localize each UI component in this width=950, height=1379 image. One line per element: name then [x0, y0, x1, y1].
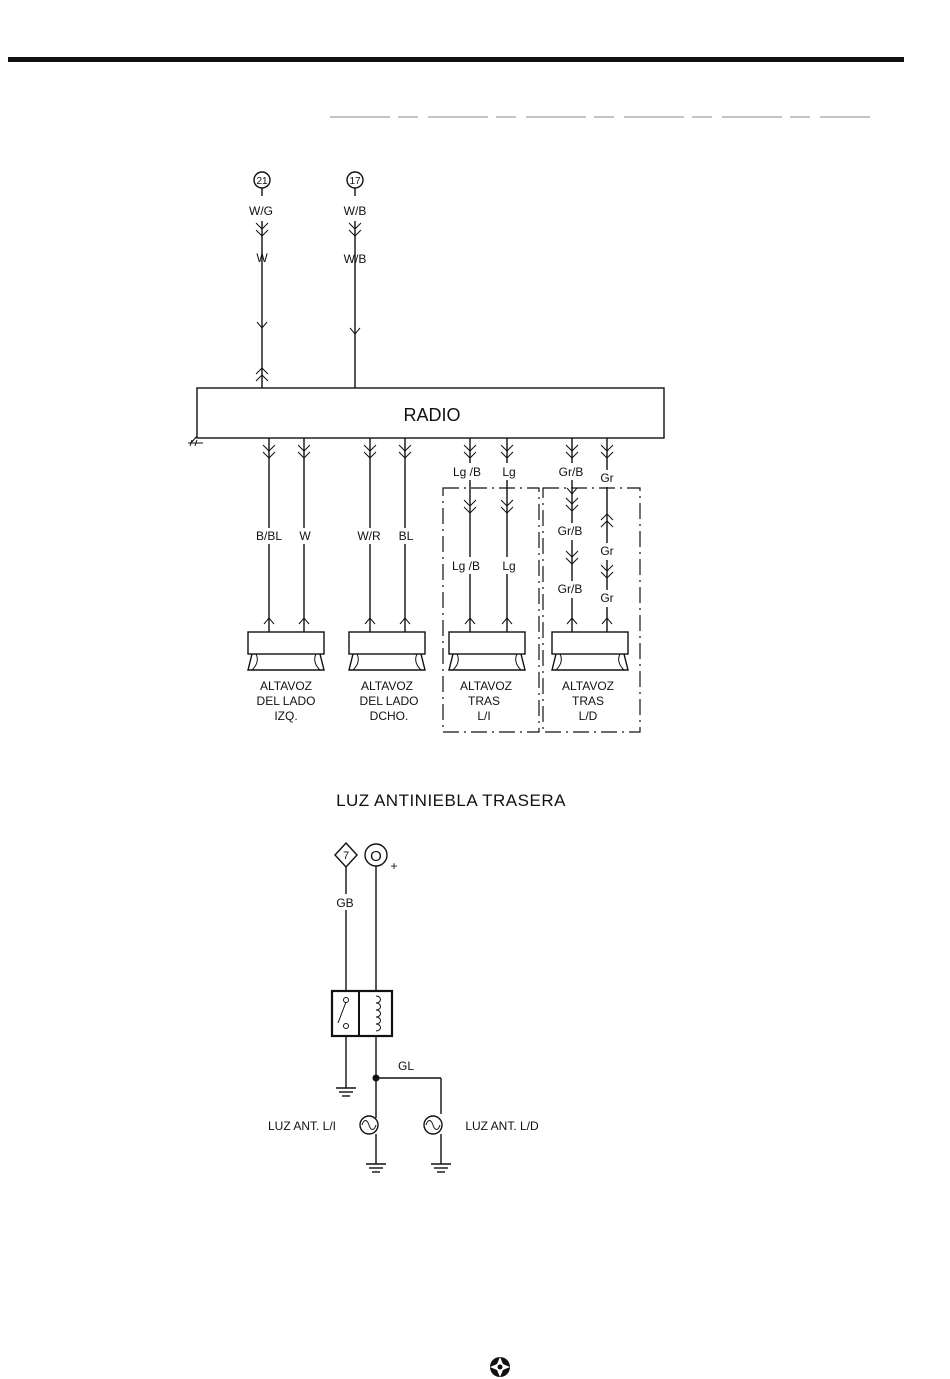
- svg-text:BL: BL: [399, 529, 414, 543]
- relay-switch: [332, 991, 392, 1036]
- svg-text:ALTAVOZ: ALTAVOZ: [260, 679, 312, 693]
- svg-text:RADIO: RADIO: [403, 405, 460, 425]
- connector-o-circle-icon: O +: [365, 844, 398, 873]
- svg-text:7: 7: [343, 850, 349, 862]
- svg-text:TRAS: TRAS: [572, 694, 604, 708]
- footer-emblem-icon: [490, 1357, 510, 1377]
- speaker-rear-right: ALTAVOZ TRAS L/D: [552, 632, 628, 723]
- svg-text:DEL LADO: DEL LADO: [257, 694, 316, 708]
- svg-text:ALTAVOZ: ALTAVOZ: [562, 679, 614, 693]
- svg-text:L/D: L/D: [579, 709, 598, 723]
- wires-rear-right: Gr/B Gr Gr/B Gr Gr/B Gr: [554, 438, 617, 632]
- connector-7-diamond-icon: 7: [335, 843, 357, 867]
- radio-diagram: 21 W/G W 17 W/B W/B RADIO: [188, 172, 664, 732]
- svg-text:17: 17: [349, 176, 361, 187]
- fog-light-diagram: LUZ ANTINIEBLA TRASERA 7 O + GB: [268, 791, 566, 1172]
- lamp-left-icon: [360, 1116, 378, 1134]
- lamp-left-ground-icon: [366, 1156, 386, 1172]
- lamp-right-icon: [424, 1116, 442, 1134]
- speaker-rear-left: ALTAVOZ TRAS L/I: [449, 632, 525, 723]
- svg-text:Lg: Lg: [502, 465, 515, 479]
- svg-text:TRAS: TRAS: [468, 694, 500, 708]
- speaker-front-left: ALTAVOZ DEL LADO IZQ.: [248, 632, 324, 723]
- header-rule: [8, 57, 904, 62]
- svg-text:Lg /B: Lg /B: [452, 559, 480, 573]
- svg-text:W: W: [299, 529, 311, 543]
- lamp-right-ground-icon: [431, 1156, 451, 1172]
- svg-text:Gr: Gr: [600, 544, 613, 558]
- svg-text:Gr/B: Gr/B: [559, 465, 584, 479]
- svg-text:21: 21: [256, 176, 268, 187]
- wire-label-wg: W/G: [249, 204, 273, 218]
- relay-ground-icon: [336, 1080, 356, 1096]
- svg-text:B/BL: B/BL: [256, 529, 282, 543]
- svg-text:Gr: Gr: [600, 471, 613, 485]
- svg-text:DEL LADO: DEL LADO: [360, 694, 419, 708]
- wire-label-wb: W/B: [344, 204, 367, 218]
- svg-text:O: O: [370, 848, 382, 865]
- svg-text:L/I: L/I: [477, 709, 490, 723]
- wires-front-left: B/BL W: [250, 438, 311, 632]
- svg-text:Gr/B: Gr/B: [558, 524, 583, 538]
- lamp-right-label: LUZ ANT. L/D: [465, 1119, 539, 1133]
- radio-unit: RADIO: [197, 388, 664, 438]
- fog-diagram-title: LUZ ANTINIEBLA TRASERA: [336, 791, 566, 810]
- wires-rear-left: Lg /B Lg Lg /B Lg: [448, 438, 517, 632]
- svg-text:+: +: [390, 859, 397, 873]
- connector-17: 17: [347, 172, 363, 188]
- wire-label-w-top: W: [256, 251, 268, 265]
- svg-text:Gr: Gr: [600, 591, 613, 605]
- svg-text:W/R: W/R: [357, 529, 381, 543]
- svg-text:Gr/B: Gr/B: [558, 582, 583, 596]
- wires-front-right: W/R BL: [352, 438, 416, 632]
- svg-text:DCHO.: DCHO.: [370, 709, 409, 723]
- wire-label-gb: GB: [336, 896, 353, 910]
- svg-text:ALTAVOZ: ALTAVOZ: [460, 679, 512, 693]
- svg-text:IZQ.: IZQ.: [274, 709, 297, 723]
- wire-label-wb-mid: W/B: [344, 252, 367, 266]
- wire-label-gl: GL: [398, 1059, 414, 1073]
- svg-text:Lg /B: Lg /B: [453, 465, 481, 479]
- speaker-front-right: ALTAVOZ DEL LADO DCHO.: [349, 632, 425, 723]
- svg-text:ALTAVOZ: ALTAVOZ: [361, 679, 413, 693]
- svg-text:Lg: Lg: [502, 559, 515, 573]
- lamp-left-label: LUZ ANT. L/I: [268, 1119, 336, 1133]
- connector-21: 21: [254, 172, 270, 188]
